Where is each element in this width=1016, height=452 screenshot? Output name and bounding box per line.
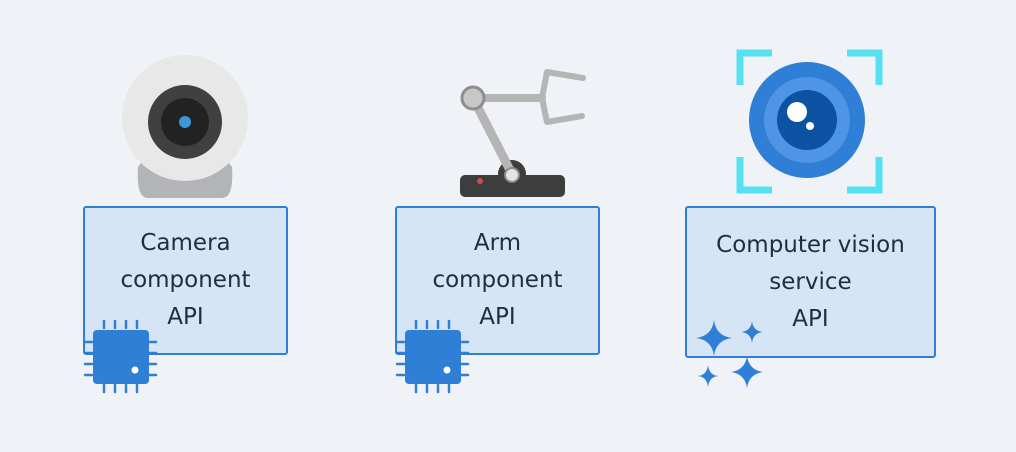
chip-icon: [395, 319, 470, 394]
chip-icon: [83, 319, 158, 394]
vision-box-line-1: Computer vision: [716, 231, 905, 258]
computer-vision-service-api-box: Computer vision service API: [685, 206, 936, 358]
webcam-icon: [122, 55, 248, 198]
camera-box-line-2: component: [120, 267, 251, 293]
vision-box-line-3: API: [792, 305, 829, 332]
arm-box-line-1: Arm: [473, 230, 522, 256]
camera-box-line-3: API: [167, 304, 204, 330]
vision-eye-icon: [736, 49, 883, 194]
sparkles-icon: [696, 320, 763, 388]
vision-box-line-2: service: [769, 268, 852, 295]
robot-arm-icon: [460, 69, 586, 197]
camera-box-line-1: Camera: [140, 230, 231, 256]
arm-box-line-2: component: [432, 267, 563, 293]
arm-box-line-3: API: [479, 304, 516, 330]
